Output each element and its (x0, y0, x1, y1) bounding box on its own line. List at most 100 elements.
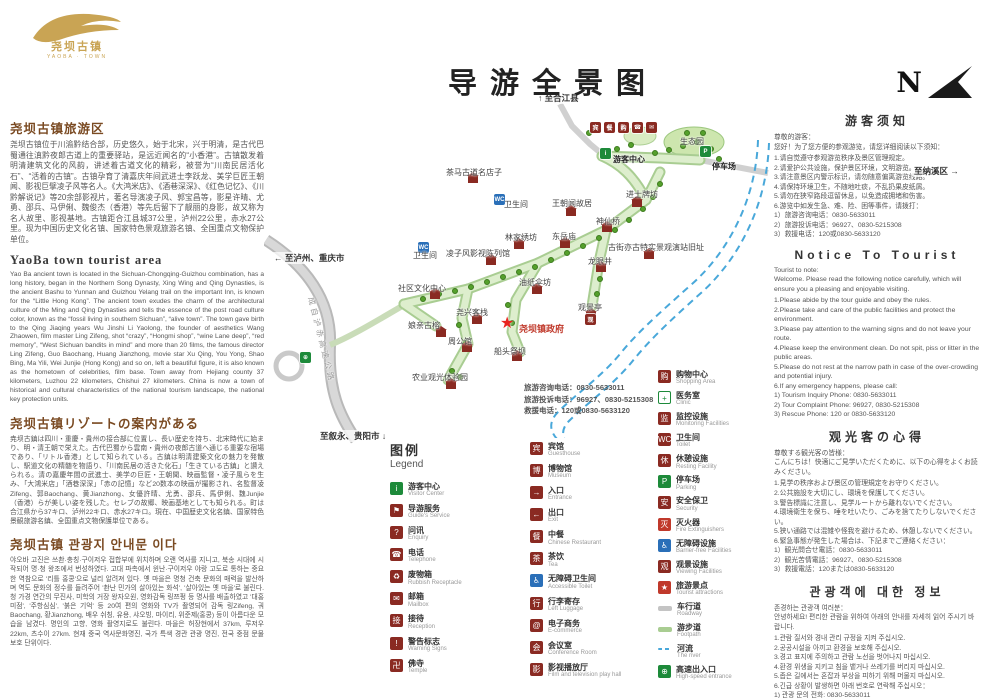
intro-kr-body: 야오바 고진은 쓰촨·충칭·구이저우 접합부에 위치하며 오랜 역사를 지니고,… (10, 557, 264, 647)
notice-item: 6.If any emergency happens, please call: (774, 382, 898, 390)
notice-item: 1）旅游咨询电话：0830-5633011 (774, 212, 876, 220)
guesthouse-icon: 宾 (530, 442, 543, 455)
government-star-icon: ★ (500, 315, 515, 332)
facility-item-cn-toilet: 卫生间 (676, 433, 700, 443)
guesthouse-icon: 宾 (590, 122, 601, 133)
facility-item-cn-resting: 休憩设施 (676, 454, 708, 464)
legend-item-en-reception: Reception (408, 623, 436, 630)
tree-marker (684, 130, 690, 136)
tree-marker (694, 139, 700, 145)
notice-kr-items: 1.관람 질서와 경내 관리 규정을 지켜 주십시오.2.공공시설을 아끼고 환… (774, 634, 980, 698)
building-icon (565, 205, 577, 216)
facility-item-cn-clinic: 医务室 (676, 391, 700, 401)
notice-item: 3）救援电话：120或0830-5633120 (774, 231, 881, 239)
notice-jp-items: 1.見学の秩序および景区の管理規定をお守りください。2.公共施設を大切にし、環境… (774, 479, 980, 574)
facility-item-en-security: Security (676, 505, 698, 512)
facility-item-en-footpath: Footpath (677, 632, 701, 639)
legend-item-en-exit: Exit (548, 517, 559, 524)
building-icon (559, 237, 571, 248)
legend-item-cn-museum: 博物馆 (548, 464, 572, 474)
legend-item-en-entrance: Entrance (548, 495, 573, 502)
notice-en-items: 1.Please abide by the tour guide and obe… (774, 296, 980, 420)
fire-extinguisher-icon: 灭 (658, 517, 671, 531)
notice-kr-heading: 관광객에 대한 정보 (809, 584, 945, 599)
notice-item: 1.관람 질서와 경내 관리 규정을 지켜 주십시오. (774, 635, 906, 643)
notice-kr-intro: 존경하는 관광객 여러분： 안녕하세요! 편리한 관람을 위하여 아래의 안내를… (774, 604, 975, 631)
legend-item-cn-entrance: 入口 (548, 486, 564, 496)
building-icon (429, 288, 441, 299)
facility-item-cn-viewing: 观景设施 (676, 559, 708, 569)
tree-marker (652, 150, 658, 156)
tree-marker (516, 269, 522, 275)
tree-marker (532, 264, 538, 270)
legend-item-en-tea: Tea (548, 561, 558, 568)
visitor-center-icon: i (390, 482, 403, 495)
building-icon (631, 196, 643, 207)
facility-item-en-roadway: Roadway (677, 611, 703, 618)
tree-marker (484, 279, 490, 285)
left-luggage-icon: 行 (530, 596, 543, 610)
mailbox-icon: ✉ (390, 592, 403, 606)
notice-item: 3）救援電話：120または0830-5633120 (774, 566, 895, 574)
inquiry-phone: 旅游咨询电话：0830-5633011 (524, 383, 625, 392)
facility-item-cn-footpath: 游步道 (677, 622, 701, 632)
compass-n-label: N (896, 65, 922, 99)
tree-marker (594, 291, 600, 297)
notice-cn-items: 1.请自觉遵守参观游览秩序及景区管理规定。2.请爱护公共设施，保护景区环境，文明… (774, 154, 980, 240)
notice-item: 6.긴급 상황이 발생하면 아래 번호로 연락해 주십시오： (774, 682, 930, 690)
notice-item: 4.環境衛生を保ち、唾を吐いたり、ごみを捨てたりしないでください。 (774, 509, 977, 526)
facility-item-en-resting: Resting Facility (676, 463, 717, 470)
museum-icon: 博 (530, 464, 543, 478)
legend-item-en-e-commerce: E-commerce (548, 627, 583, 634)
facility-item-cn-expressway-entrance: 高速出入口 (676, 665, 716, 675)
legend-item-en-warning-signs: Warning Signs (408, 645, 447, 652)
legend-item-en-left-luggage: Left Luggage (548, 605, 584, 612)
legend-item-cn-mailbox: 邮箱 (408, 592, 424, 602)
river (550, 139, 770, 444)
legend-item-en-museum: Museum (548, 473, 572, 480)
notice-item: 1) 관광 문의 전화: 0830-5633011 (774, 692, 871, 698)
legend-item-en-telephone: Telephone (408, 557, 436, 564)
rescue-phone: 救援电话：120或0830-5633120 (524, 406, 630, 416)
accessible-toilet-icon: ♿ (530, 574, 543, 588)
legend-item-cn-e-commerce: 电子商务 (548, 618, 580, 628)
notice-item: 1.見学の秩序および景区の管理規定をお守りください。 (774, 480, 943, 488)
legend-title-en: Legend (390, 459, 424, 470)
intro-kr-heading: 尧坝古镇 관광지 안내문 이다 (10, 538, 178, 553)
tree-marker (597, 276, 603, 282)
notice-item: 3.경고 표지에 주의하고 관람 노선을 벗어나지 마십시오. (774, 654, 931, 662)
notice-item: 3.Please pay attention to the warning si… (774, 325, 971, 343)
legend-item-en-guesthouse: Guesthouse (548, 451, 581, 458)
building-icon (595, 261, 607, 272)
legend-item-cn-reception: 接待 (408, 614, 424, 624)
security-icon: 安 (658, 496, 671, 510)
resting-icon: 休 (658, 454, 671, 468)
